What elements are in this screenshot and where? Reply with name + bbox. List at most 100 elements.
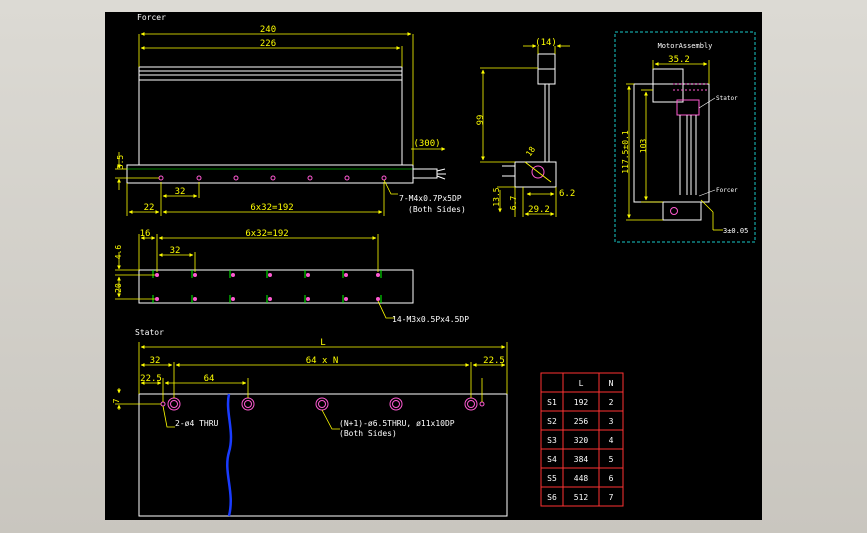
forcer-bottom-view: 16 32 6x32=192 4.6 20 14-M3x0.5Px4.5DP [114, 229, 469, 324]
dim-240: 240 [260, 25, 276, 35]
bottom-holes [152, 270, 382, 303]
side-dimensions [480, 44, 570, 217]
note-m3: 14-M3x0.5Px4.5DP [392, 315, 469, 324]
dim-6-2: 6.2 [559, 189, 575, 199]
ma-dim-35-2: 35.2 [668, 55, 690, 65]
stator-dimensions [115, 342, 508, 430]
drawing-canvas[interactable]: Forcer [105, 12, 762, 520]
table-cell: S3 [547, 436, 557, 445]
side-base [514, 161, 557, 188]
table-cell: S6 [547, 493, 557, 502]
dim-99: 99 [476, 115, 486, 126]
dim-16: 16 [140, 229, 151, 239]
dim-6x32-bottom: 6x32=192 [245, 229, 288, 239]
mount-hole [344, 175, 350, 181]
table-cell: 384 [574, 455, 589, 464]
dim-64: 64 [204, 374, 215, 384]
ma-dimensions [626, 60, 723, 231]
dim-32-stator: 32 [150, 356, 161, 366]
forcer-view: Forcer [115, 13, 466, 216]
dim-L: L [320, 338, 325, 348]
break-line [226, 393, 233, 517]
mount-hole [233, 175, 239, 181]
dim-18: 18 [524, 145, 537, 158]
stator-view: Stator L 32 [112, 328, 508, 517]
dim-6-7: 6.7 [509, 196, 518, 211]
motor-assembly-title: MotorAssembly [658, 42, 713, 50]
table-cell: S4 [547, 455, 557, 464]
table-cell: S1 [547, 398, 557, 407]
ma-dim-3: 3±0.05 [723, 227, 748, 235]
dim-6x32: 6x32=192 [250, 203, 293, 213]
table-cell: 5 [609, 455, 614, 464]
forcer-cable [412, 168, 446, 180]
mount-hole [270, 175, 276, 181]
dim-32: 32 [175, 187, 186, 197]
note-thru: 2-ø4 THRU [175, 419, 219, 428]
forcer-base-plate [126, 164, 414, 184]
stator-body [138, 393, 508, 517]
dim-226: 226 [260, 39, 276, 49]
table-cell: 7 [609, 493, 614, 502]
dim-4-6: 4.6 [114, 245, 123, 260]
dim-13-5: 13.5 [492, 187, 501, 206]
dim-22: 22 [144, 203, 155, 213]
mount-hole [196, 175, 202, 181]
stator-holes [160, 397, 485, 411]
dim-7: 7 [112, 398, 121, 403]
ma-dim-117-5: 117.5±0.1 [621, 130, 630, 174]
stator-size-table: L N S1 192 2S2 256 3S3 320 4S4 384 5S5 448 6S6 512 7 [540, 372, 624, 507]
ma-base-hole [670, 207, 678, 215]
table-header-cell: L [579, 379, 584, 388]
table-cell: 2 [609, 398, 614, 407]
table-cell: S5 [547, 474, 557, 483]
note-n1: (N+1)-ø6.5THRU, ø11x10DP [339, 419, 455, 428]
forcer-body [138, 66, 403, 166]
side-web [544, 84, 550, 162]
note-both-sides-1: (Both Sides) [408, 205, 466, 214]
ma-stator-label: Stator [716, 95, 738, 102]
motor-assembly-border [614, 31, 756, 243]
dim-300: (300) [413, 139, 440, 149]
table-cell: 320 [574, 436, 589, 445]
ma-base [662, 201, 702, 221]
ma-dim-103: 103 [639, 139, 648, 154]
table-cell: 512 [574, 493, 589, 502]
table-cell: 256 [574, 417, 589, 426]
mount-hole [307, 175, 313, 181]
table-border [540, 372, 624, 507]
note-m4: 7-M4x0.7Px5DP [399, 194, 462, 203]
bottom-dimensions [115, 234, 395, 319]
motor-assembly-view: MotorAssembly 35.2 117.5±0.1 103 Stator … [614, 31, 756, 243]
table-cell: 6 [609, 474, 614, 483]
table-cell: 192 [574, 398, 589, 407]
dim-20: 20 [114, 283, 123, 293]
bottom-plate [138, 269, 414, 304]
ma-coil [676, 99, 700, 116]
forcer-dimensions [115, 32, 446, 216]
dim-32-bottom: 32 [170, 246, 181, 256]
table-cell: 448 [574, 474, 589, 483]
forcer-side-view: (14) 99 18 13.5 6.7 6.2 29.2 [476, 38, 575, 217]
mount-hole [381, 175, 387, 181]
mount-hole [158, 175, 164, 181]
table-header-cell: N [609, 379, 614, 388]
stator-title: Stator [135, 328, 164, 337]
ma-top-block [652, 68, 684, 103]
ma-laminations [679, 115, 697, 195]
table-cell: 3 [609, 417, 614, 426]
note-both-sides-2: (Both Sides) [339, 429, 397, 438]
table-cell: 4 [609, 436, 614, 445]
forcer-title: Forcer [137, 13, 166, 22]
dim-64xN: 64 x N [306, 356, 339, 366]
dim-3-5: 3.5 [116, 155, 125, 170]
dim-14: (14) [535, 38, 557, 48]
table-cell: S2 [547, 417, 557, 426]
ma-forcer-label: Forcer [716, 187, 738, 194]
forcer-holes [158, 175, 387, 181]
dim-22-5-right: 22.5 [483, 356, 505, 366]
dim-29-2: 29.2 [528, 205, 550, 215]
drawing-svg: Forcer [112, 13, 756, 517]
dim-22-5-left: 22.5 [140, 374, 162, 384]
side-hole [531, 165, 545, 179]
